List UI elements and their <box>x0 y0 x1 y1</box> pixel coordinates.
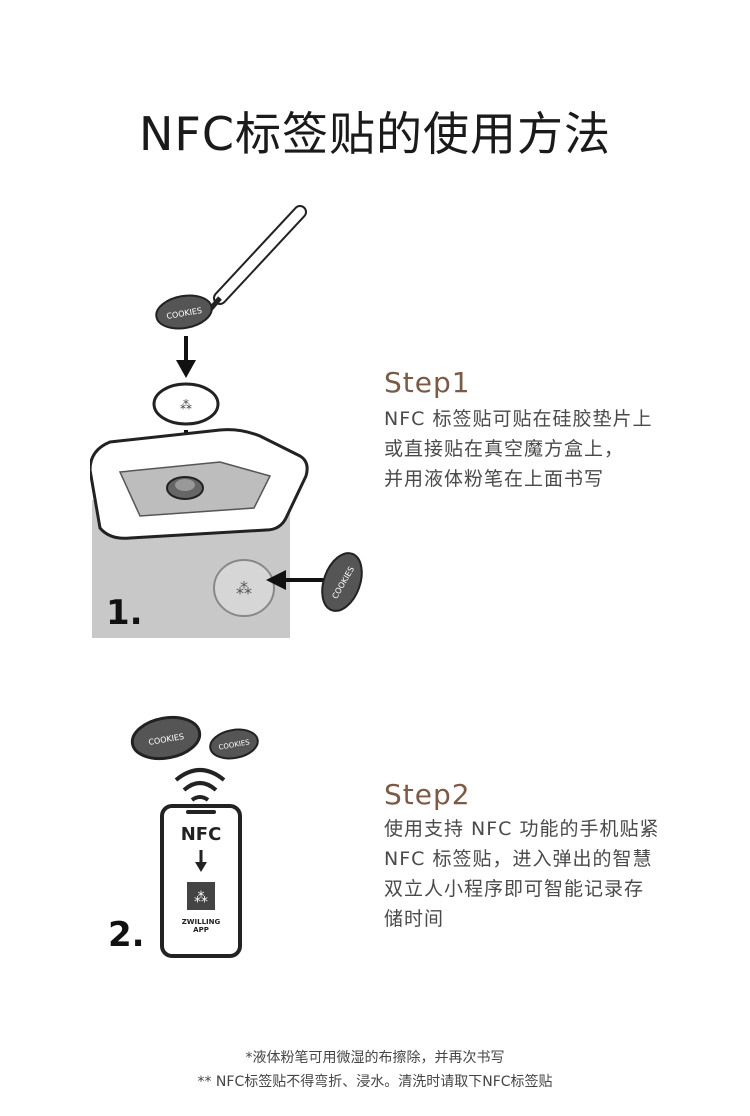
svg-text:⁂: ⁂ <box>194 890 208 906</box>
liquid-chalk-pen-icon <box>206 205 307 314</box>
step1-heading: Step1 <box>384 366 471 399</box>
smartphone-icon: NFC ⁂ ZWILLING APP <box>160 804 242 958</box>
svg-text:⁂: ⁂ <box>180 398 192 412</box>
phone-app-label: ZWILLING <box>182 918 221 926</box>
wifi-signal-icon <box>174 768 226 802</box>
step1-number: 1. <box>106 593 143 633</box>
phone-app-label: APP <box>193 926 209 934</box>
arrow-left-icon <box>266 570 326 590</box>
silicone-pad-icon: ⁂ <box>152 382 220 426</box>
cookies-sticker-icon: COOKIES <box>130 715 202 761</box>
footnotes: *液体粉笔可用微湿的布擦除，并再次书写 ** NFC标签贴不得弯折、浸水。清洗时… <box>0 1046 750 1094</box>
svg-text:⁂: ⁂ <box>236 579 252 598</box>
phone-nfc-label: NFC <box>181 824 222 845</box>
step2-text: 使用支持 NFC 功能的手机贴紧 NFC 标签贴，进入弹出的智慧 双立人小程序即… <box>384 818 660 930</box>
step1-text: NFC 标签贴可贴在硅胶垫片上 或直接贴在真空魔方盒上， 并用液体粉笔在上面书写 <box>384 408 653 490</box>
page-title: NFC标签贴的使用方法 <box>139 107 611 161</box>
footnote: ** NFC标签贴不得弯折、浸水。清洗时请取下NFC标签贴 <box>197 1074 553 1090</box>
step2-number: 2. <box>108 915 145 955</box>
step2-heading: Step2 <box>384 778 471 811</box>
footnote: *液体粉笔可用微湿的布擦除，并再次书写 <box>245 1050 505 1066</box>
step1-illustration: COOKIES ⁂ ⁂ COOKIES 1. <box>90 205 363 638</box>
step2-illustration: COOKIES COOKIES NFC ⁂ ZWILLING APP 2. <box>108 715 259 958</box>
cookies-sticker-icon: COOKIES <box>155 294 213 330</box>
cookies-sticker-icon: COOKIES <box>209 728 259 760</box>
vacuum-container-icon: ⁂ <box>90 428 309 638</box>
arrow-down-icon <box>176 336 196 378</box>
cookies-sticker-icon: COOKIES <box>321 552 363 612</box>
